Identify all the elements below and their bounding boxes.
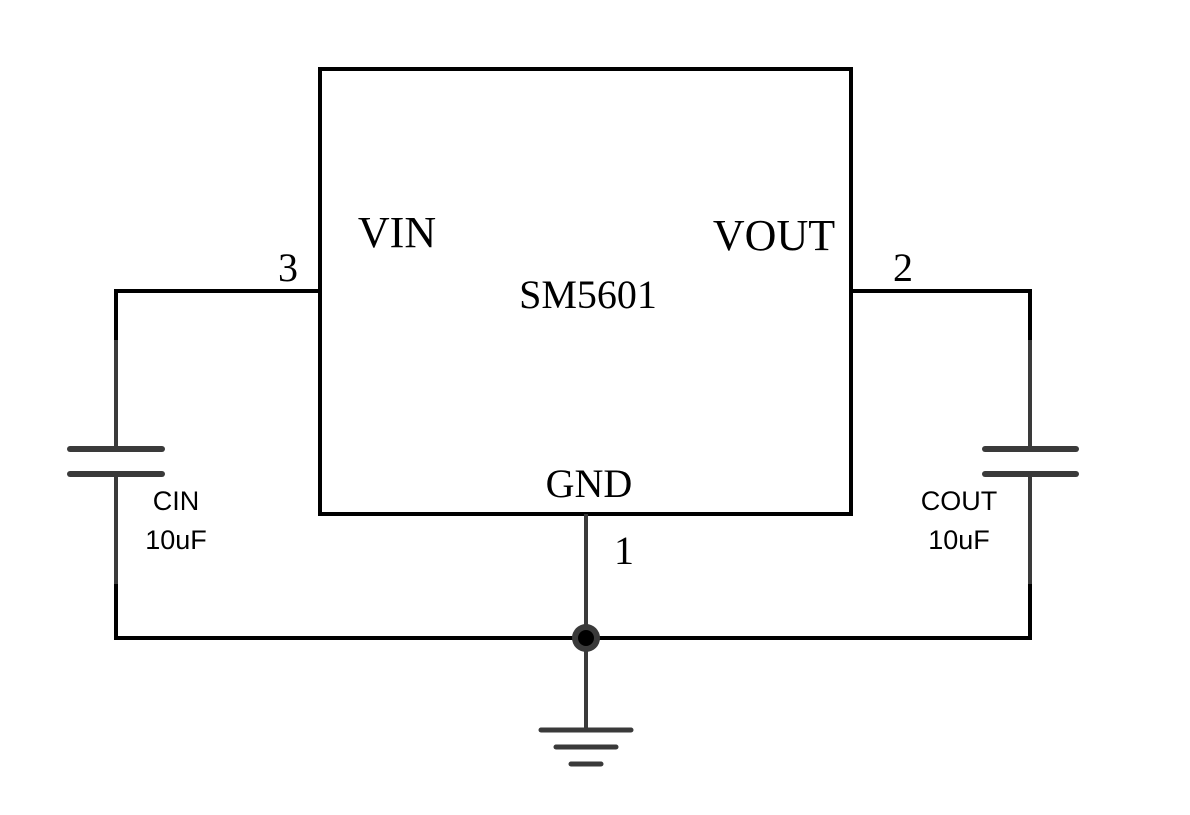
vin-wire [114,289,322,342]
cin-name: CIN [153,486,200,516]
gnd-pin-label: GND [546,461,633,506]
ic-part-name: SM5601 [519,272,657,317]
vin-pin-number: 3 [278,245,298,290]
cout-value: 10uF [928,525,990,555]
ground-bus-wire [114,584,1032,640]
vout-pin-label: VOUT [713,211,835,260]
vin-pin-label: VIN [358,208,436,257]
cin-value: 10uF [145,525,207,555]
vout-pin-number: 2 [893,245,913,290]
gnd-pin-number: 1 [614,528,634,573]
cout-name: COUT [921,486,998,516]
ground-symbol-icon [538,727,634,767]
ic-body [318,67,853,516]
junction-dot [578,630,594,646]
vout-wire [849,289,1032,342]
